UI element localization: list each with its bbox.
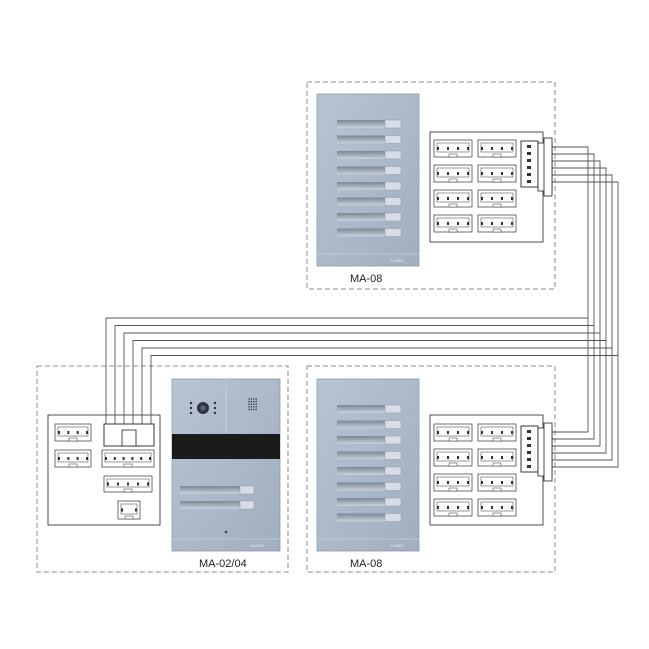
connector-board-top-right	[429, 131, 544, 243]
name-slot	[337, 135, 402, 144]
name-slot	[337, 150, 402, 160]
terminal-connector	[433, 498, 473, 517]
name-slot	[337, 466, 402, 476]
frame-top-right	[306, 81, 556, 290]
microphone-icon	[224, 530, 228, 534]
terminal-connector	[54, 423, 92, 442]
module-label-bottom-right: MA-08	[350, 558, 382, 570]
name-slot	[337, 212, 402, 222]
module-label-bottom-left: MA-02/04	[199, 558, 247, 570]
name-slot	[337, 228, 402, 237]
camera-icon	[189, 401, 217, 415]
brand-logo: SLINEX	[390, 543, 405, 548]
terminal-connector	[433, 164, 473, 183]
name-slot	[337, 420, 402, 429]
terminal-connector	[433, 139, 473, 158]
display-band	[172, 434, 280, 459]
terminal-connector	[477, 214, 517, 233]
terminal-connector	[477, 139, 517, 158]
terminal-connector	[433, 189, 473, 208]
name-slot	[337, 435, 402, 445]
name-slot	[337, 119, 402, 129]
name-slot	[337, 513, 402, 522]
module-label-top-right: MA-08	[350, 273, 382, 285]
bus-connector	[103, 423, 155, 447]
name-slot	[337, 404, 402, 414]
terminal-connector	[477, 473, 517, 492]
connector-board-bottom-left	[47, 414, 161, 526]
terminal-connector	[433, 473, 473, 492]
terminal-connector	[477, 448, 517, 467]
terminal-connector	[433, 423, 473, 442]
name-slot	[337, 482, 402, 491]
ma0204-panel: SLINEX	[171, 378, 281, 552]
terminal-connector	[477, 189, 517, 208]
speaker-grille-icon	[248, 398, 257, 411]
terminal-connector	[433, 448, 473, 467]
bus-wires	[105, 137, 619, 482]
connector-board-bottom-right	[429, 414, 544, 526]
frame-bottom-left	[36, 365, 289, 573]
name-slot	[337, 181, 402, 191]
brand-logo: SLINEX	[250, 543, 265, 548]
frame-bottom-right	[306, 365, 556, 573]
name-slot	[337, 497, 402, 507]
terminal-connector	[54, 449, 92, 468]
brand-logo: SLINEX	[390, 258, 405, 263]
name-slot	[337, 451, 402, 460]
name-slot	[180, 500, 255, 510]
terminal-connector	[433, 214, 473, 233]
terminal-connector	[101, 449, 155, 468]
ma08-top-panel: SLINEX	[316, 93, 420, 267]
name-slot	[337, 166, 402, 175]
name-slot	[337, 197, 402, 206]
terminal-connector	[477, 164, 517, 183]
name-slot	[180, 485, 255, 495]
terminal-connector	[477, 498, 517, 517]
terminal-connector	[103, 475, 153, 493]
ma08-bottom-panel: SLINEX	[316, 378, 420, 552]
terminal-connector	[117, 500, 141, 520]
terminal-connector	[477, 423, 517, 442]
